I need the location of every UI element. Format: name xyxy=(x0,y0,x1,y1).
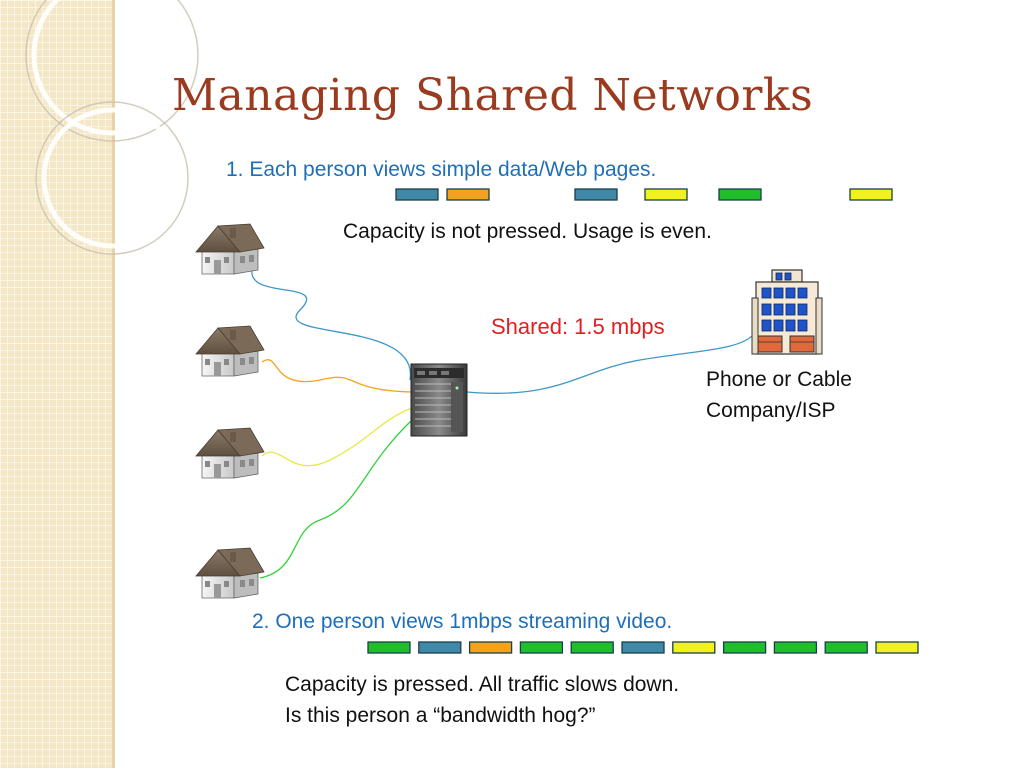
scenario2-packet xyxy=(824,641,868,654)
isp-label-line1: Phone or Cable xyxy=(706,368,852,391)
house-1-icon xyxy=(195,223,265,275)
house-3-icon xyxy=(195,427,265,479)
scenario2-packet xyxy=(367,641,411,654)
scenario2-packet xyxy=(570,641,614,654)
sidebar-edge xyxy=(112,0,115,768)
scenario1-packet xyxy=(446,188,490,201)
scenario2-packet xyxy=(621,641,665,654)
scenario2-packet xyxy=(773,641,818,654)
isp-uplink-wire xyxy=(466,333,755,394)
isp-label-line2: Company/ISP xyxy=(706,399,836,422)
office-building-icon xyxy=(751,269,823,355)
scenario2-caption: 2. One person views 1mbps streaming vide… xyxy=(252,610,673,633)
house-2-wire xyxy=(261,359,413,393)
scenario2-packet xyxy=(722,641,767,654)
house-1-wire xyxy=(251,269,411,381)
scenario2-note-line1: Capacity is pressed. All traffic slows d… xyxy=(285,673,680,696)
scenario1-packet xyxy=(849,188,893,201)
network-switch-icon xyxy=(410,363,468,437)
scenario1-packet xyxy=(718,188,762,201)
scenario1-packet xyxy=(395,188,439,201)
slide-title: Managing Shared Networks xyxy=(172,70,814,121)
scenario2-note-line2: Is this person a “bandwidth hog?” xyxy=(285,704,596,727)
house-3-wire xyxy=(261,407,413,467)
house-4-icon xyxy=(195,547,265,599)
house-4-wire xyxy=(259,419,413,579)
scenario2-packet xyxy=(875,641,919,654)
scenario1-packet xyxy=(644,188,688,201)
scenario1-caption: 1. Each person views simple data/Web pag… xyxy=(226,158,657,181)
scenario1-note: Capacity is not pressed. Usage is even. xyxy=(343,220,712,243)
house-2-icon xyxy=(195,325,265,377)
scenario2-packet xyxy=(672,641,716,654)
scenario2-packet xyxy=(519,641,564,654)
scenario2-packet xyxy=(418,641,462,654)
decorative-sidebar xyxy=(0,0,112,768)
scenario1-packet xyxy=(574,188,618,201)
scenario2-packet xyxy=(468,641,513,654)
shared-capacity-label: Shared: 1.5 mbps xyxy=(491,314,665,339)
